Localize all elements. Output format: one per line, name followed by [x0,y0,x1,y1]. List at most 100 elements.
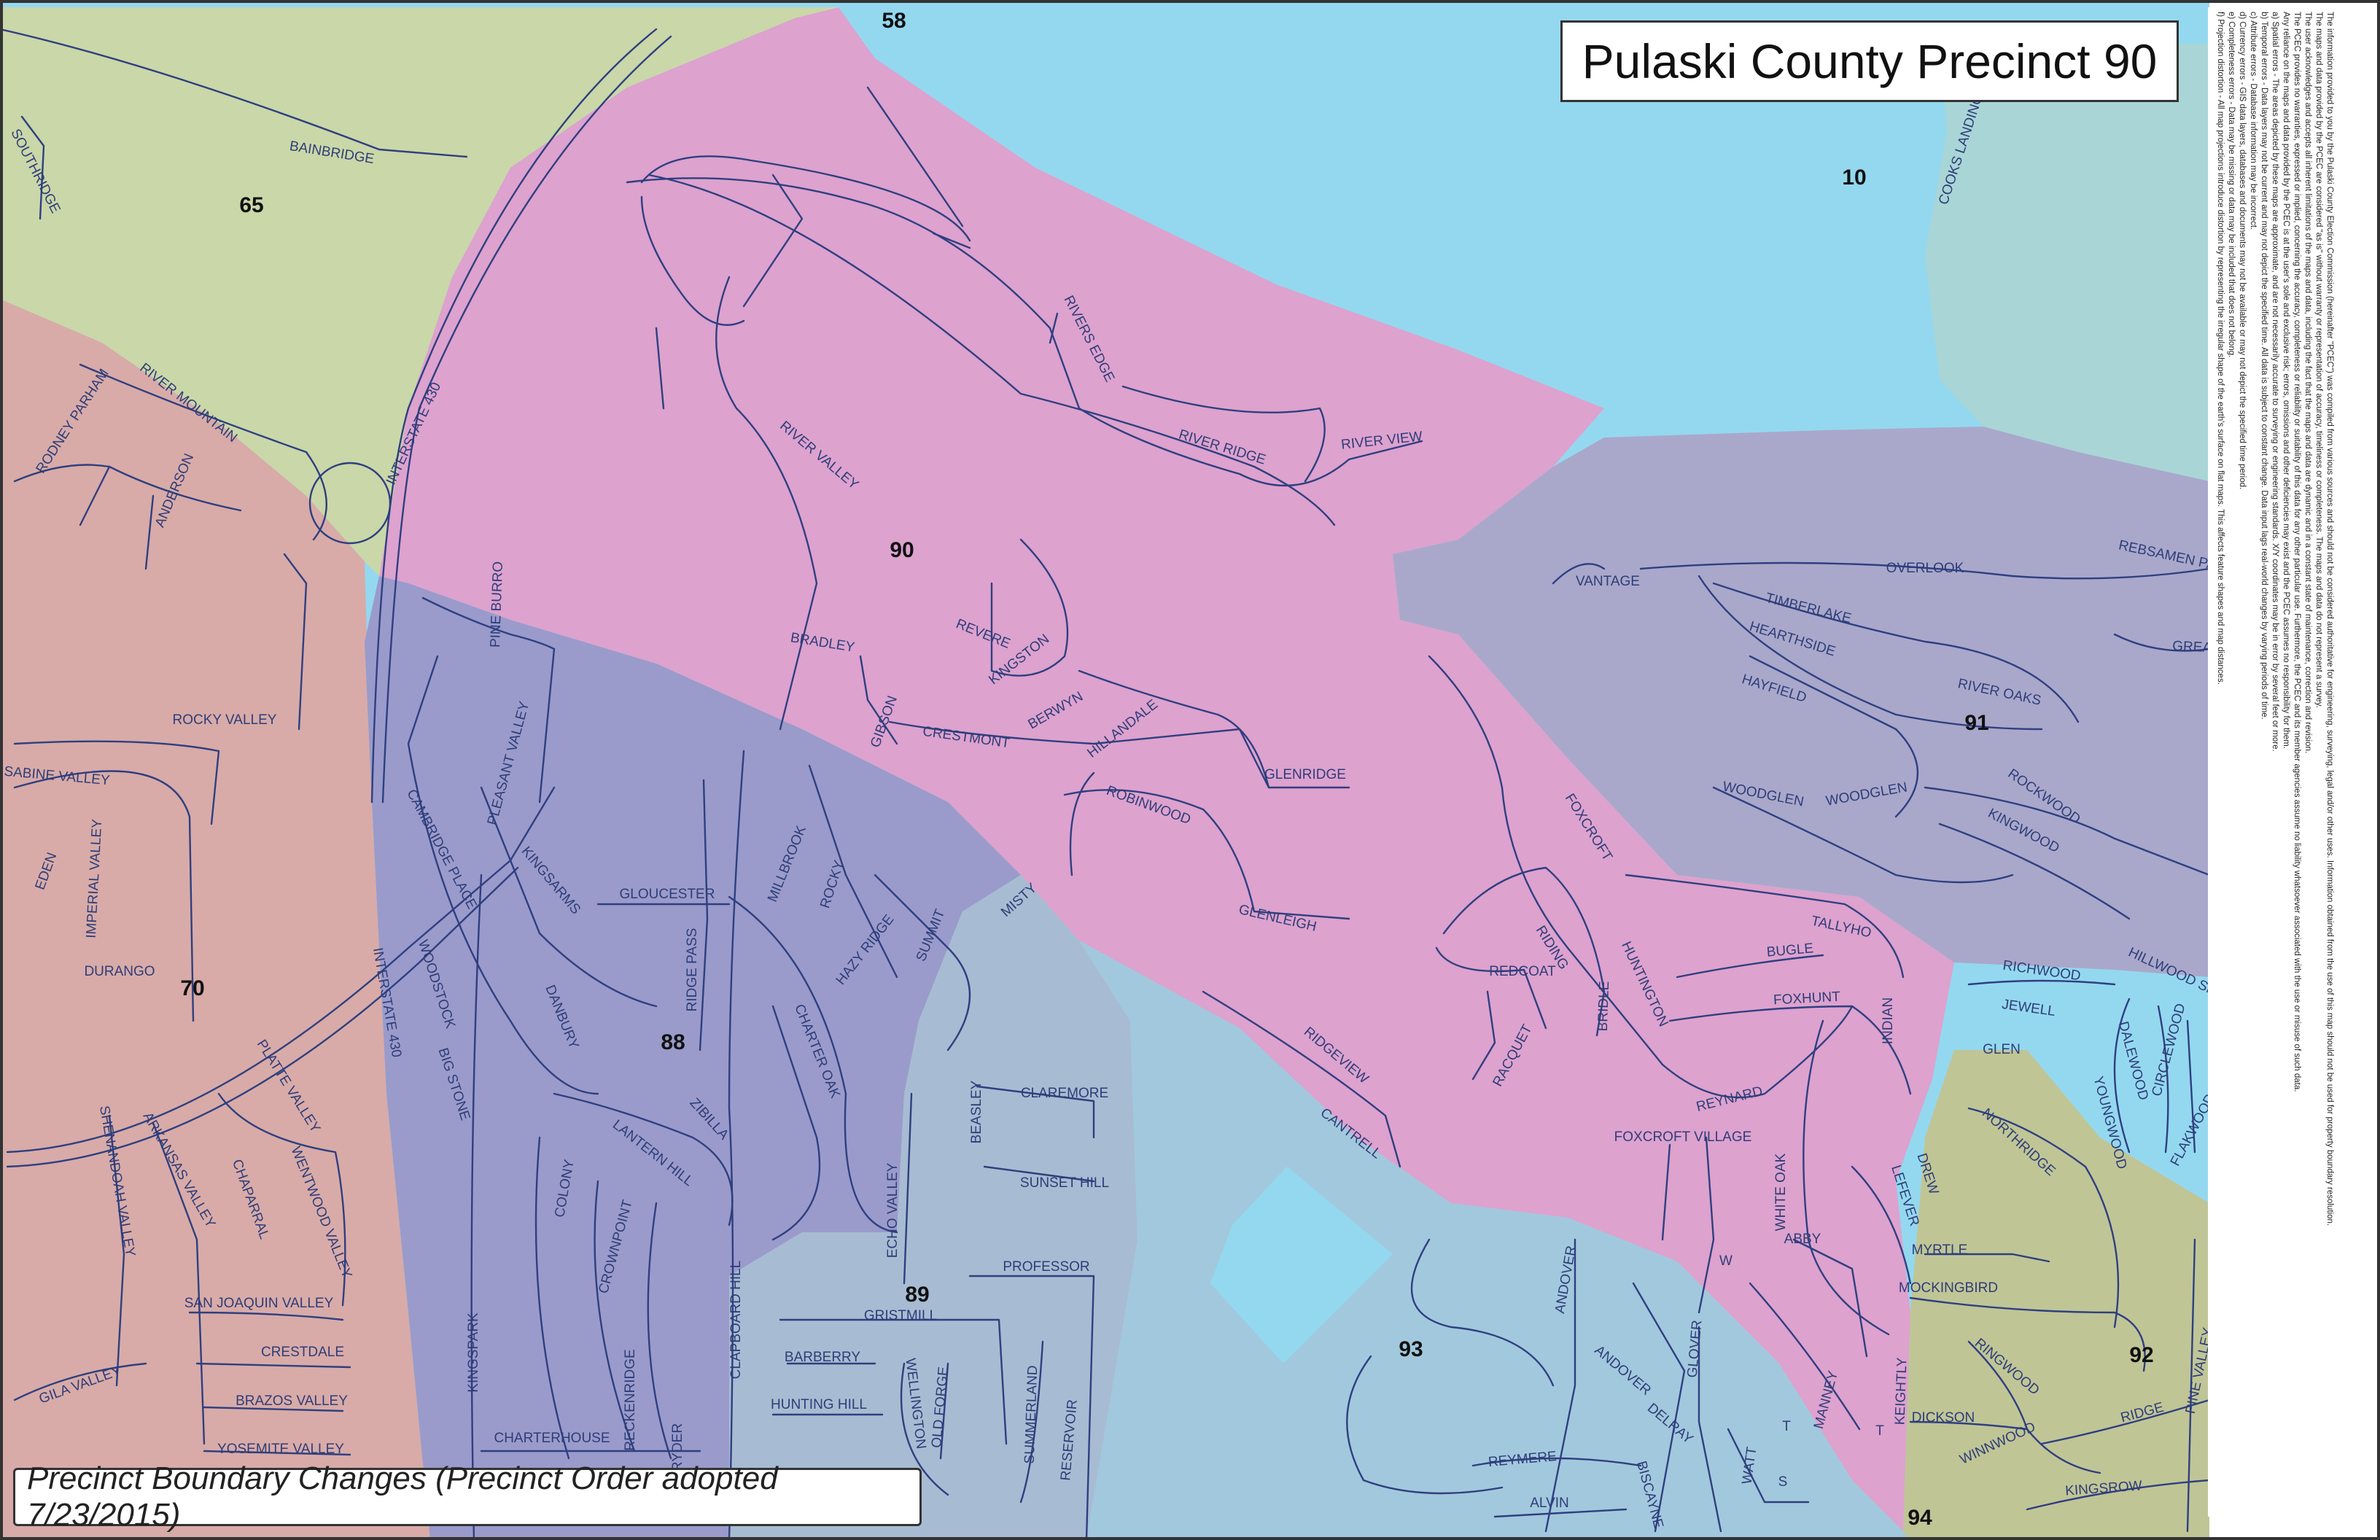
street-label: W [1719,1253,1732,1269]
road-line [647,1202,672,1460]
road-line [728,750,745,1540]
road-line [1909,1420,2029,1431]
road-line [1410,1238,1555,1387]
interchange-loop [308,462,392,545]
precinct-label-p89: 89 [905,1283,929,1307]
road-line [1442,866,1606,1037]
road-line [203,1450,351,1456]
road-line [1625,874,1905,979]
street-label: KEIGHTLY [1892,1357,1910,1426]
road-line [407,655,599,1095]
street-label: T [1875,1423,1884,1439]
street-label: HUNTING HILL [771,1397,867,1412]
street-label: BEASLEY [969,1080,984,1143]
disclaimer-panel: The information provided to you by the P… [2208,7,2339,1517]
street-label: YOSEMITE VALLEY [217,1442,344,1457]
precinct-88-area [365,576,1021,1540]
road-line [1471,1457,1642,1467]
street-label: ALVIN [1530,1496,1569,1511]
road-line [1924,786,2211,876]
street-label: VANTAGE [1576,574,1640,589]
road-line [715,276,818,731]
street-label: ROCKY VALLEY [173,712,277,728]
disclaimer-line: The maps and data provided by the PCEC a… [2314,12,2323,708]
street-label: DURANGO [84,964,155,979]
road-line [1471,990,1496,1081]
road-line [983,1165,1095,1183]
road-line [6,866,519,1168]
road-line [2186,1238,2196,1533]
road-line [1698,1136,1715,1314]
street-label: MYRTLE [1912,1242,1968,1258]
disclaimer-line: The PCEC provides no warranties, express… [2292,12,2301,1092]
precinct-10-area [1925,44,2209,481]
road-line [1552,563,1606,585]
road-line [2157,1005,2169,1154]
street-label: CLAREMORE [1021,1086,1108,1101]
street-label: SUNSET HILL [1020,1175,1109,1191]
road-line [1078,669,1350,789]
road-line [888,720,1270,789]
road-line [976,1085,1095,1139]
precinct-90-area [379,7,1954,1531]
street-label: GLEN [1983,1042,2021,1057]
road-line [1121,385,1326,483]
road-line [1909,1296,2146,1372]
road-line [0,28,468,158]
precinct-70-area [0,299,430,1540]
road-line [900,1362,949,1496]
map-title: Pulaski County Precinct 90 [1560,20,2179,102]
disclaimer-line: a) Spatial errors - The areas depicted b… [2271,12,2279,752]
street-label: ABBY [1784,1232,1821,1247]
road-line [640,155,971,242]
street-label: REDCOAT [1489,964,1556,979]
precinct-92-area [1903,1050,2209,1540]
street-label: OVERLOOK [1886,561,1964,576]
street-label: CRESTDALE [261,1345,344,1360]
road-line [1049,312,1059,344]
road-line [1967,1107,2120,1329]
street-label: ECHO VALLEY [885,1162,901,1258]
road-line [144,494,155,570]
street-label: WHITE OAK [1773,1153,1789,1231]
road-line [20,115,45,220]
road-line [742,174,804,308]
road-line [932,232,971,249]
precinct-label-p90: 90 [890,538,914,562]
road-line [594,1180,636,1452]
street-label: PROFESSOR [1003,1259,1089,1275]
street-label: BRAZOS VALLEY [236,1393,348,1409]
precinct-91-area [1393,427,2209,977]
road-line [1938,822,2131,920]
road-line [1063,789,1350,920]
street-label: RYDER [670,1423,685,1471]
road-line [1851,1165,1912,1285]
precinct-label-p94: 94 [1908,1506,1932,1530]
disclaimer-line: d) Currency errors - GIS data layers, da… [2238,12,2247,490]
road-line [1967,979,2116,986]
disclaimer-line: c) Attribute errors - Database informati… [2249,12,2258,230]
precinct-label-p93: 93 [1399,1337,1423,1361]
road-line [421,596,556,804]
road-line [2040,1399,2211,1445]
road-line [79,363,327,541]
disclaimer-line: e) Completeness errors - Data may be mis… [2227,12,2236,358]
precinct-93-area [1079,941,1910,1540]
disclaimer-line: f) Projection distortion - All map proje… [2216,12,2225,685]
road-network [0,28,2211,1540]
street-label: CLAPBOARD HILL [728,1261,744,1380]
disclaimer-line: Any reliance on the maps and data provid… [2282,12,2290,749]
road-line [1698,575,2043,731]
road-line [990,538,1069,677]
street-label: CHARTERHOUSE [494,1431,610,1446]
road-line [2186,1019,2196,1154]
precinct-89-area [729,875,1138,1540]
street-label: KINGSPARK [466,1312,481,1393]
precinct-label-p58: 58 [882,9,906,33]
road-line [534,1136,570,1460]
road-line [1727,1428,1810,1504]
street-label: RECKENRIDGE [623,1349,638,1450]
road-line [1544,1238,1576,1533]
road-line [640,195,745,326]
road-line [779,1318,1008,1445]
